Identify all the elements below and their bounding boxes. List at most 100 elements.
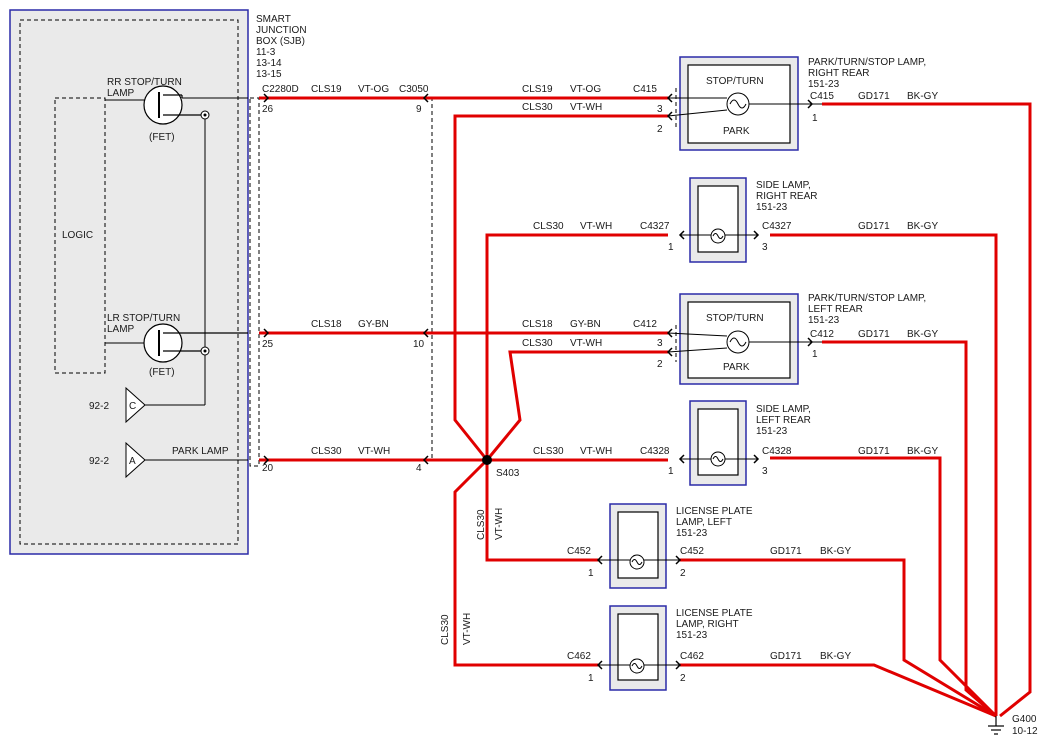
label-bkgy-3: BK-GY (907, 329, 938, 340)
lic-right-conn-out: C462 (680, 651, 704, 662)
label-cls30-lrp: CLS30 (522, 338, 553, 349)
sjb-title-4: 11-3 (256, 47, 276, 58)
wire-gd171-rr-side (770, 233, 998, 716)
lr-lamp-conn-in: C412 (633, 319, 657, 330)
c2280d-connector-box (249, 97, 260, 467)
label-cls30-rrs: CLS30 (533, 221, 564, 232)
lic-left-title-3: 151-23 (676, 528, 708, 539)
lic-right-title-2: LAMP, RIGHT (676, 619, 739, 630)
sjb-title-1: SMART (256, 14, 291, 25)
c3050-pin-4: 4 (416, 463, 422, 474)
wire-gd171-rr-lamp (822, 102, 1032, 718)
label-bkgy-1: BK-GY (907, 91, 938, 102)
lic-left-title-1: LICENSE PLATE (676, 506, 753, 517)
wire-gd171-lr-side (770, 456, 998, 718)
sjb-title: SMART JUNCTION BOX (SJB) 11-3 13-14 13-1… (256, 14, 307, 80)
label-cls18-a: CLS18 (311, 319, 342, 330)
lr-lamp-title-1: PARK/TURN/STOP LAMP, (808, 293, 926, 304)
lr-side-lamp (678, 400, 760, 486)
label-vtwh-rrs: VT-WH (580, 221, 612, 232)
label-gd171-6: GD171 (770, 651, 802, 662)
rr-lamp-title-1: PARK/TURN/STOP LAMP, (808, 57, 926, 68)
lr-stop-turn-label-2: LAMP (107, 324, 135, 335)
sjb-title-3: BOX (SJB) (256, 36, 305, 47)
lr-fet-label: (FET) (149, 367, 175, 378)
rr-lamp-pin3: 3 (657, 104, 663, 115)
wire-cls30-lr-park (485, 350, 668, 461)
lr-side-title-3: 151-23 (756, 426, 788, 437)
splice-label: S403 (496, 468, 520, 479)
label-cls19-b: CLS19 (522, 84, 553, 95)
lr-lamp-title-3: 151-23 (808, 315, 840, 326)
lic-right-conn-in: C462 (567, 651, 591, 662)
rr-side-title-2: RIGHT REAR (756, 191, 818, 202)
lic-left-title-2: LAMP, LEFT (676, 517, 732, 528)
rr-fet-label: (FET) (149, 132, 175, 143)
lr-park-text: PARK (723, 362, 750, 373)
wire-labels: CLS19 VT-OG CLS19 VT-OG CLS30 VT-WH CLS3… (311, 84, 938, 662)
lic-right-pin2: 2 (680, 673, 686, 684)
label-cls30-main: CLS30 (311, 446, 342, 457)
wire-cls30-lic-right (453, 458, 598, 667)
lr-stop-turn-text: STOP/TURN (706, 313, 764, 324)
rr-side-pin3: 3 (762, 242, 768, 253)
lr-side-conn-out: C4328 (762, 446, 792, 457)
label-bkgy-4: BK-GY (907, 446, 938, 457)
rr-side-title-1: SIDE LAMP, (756, 180, 811, 191)
lr-stop-turn-label-1: LR STOP/TURN (107, 313, 180, 324)
label-vtwh-lrs: VT-WH (580, 446, 612, 457)
wire-gd171-lic-left (680, 558, 997, 718)
rr-park-text: PARK (723, 126, 750, 137)
lic-left-conn-out: C452 (680, 546, 704, 557)
rr-lamp-title-2: RIGHT REAR (808, 68, 870, 79)
lr-lamp-conn-out: C412 (810, 329, 834, 340)
label-vtwh-vert-b: VT-WH (462, 613, 473, 645)
license-plate-lamp-right (596, 605, 682, 691)
lr-park-turn-stop-lamp: STOP/TURN PARK (666, 293, 822, 385)
c3050-pin-9: 9 (416, 104, 422, 115)
label-gd171-4: GD171 (858, 446, 890, 457)
rr-lamp-conn-in: C415 (633, 84, 657, 95)
label-vtwh-lrp: VT-WH (570, 338, 602, 349)
label-cls18-b: CLS18 (522, 319, 553, 330)
wire-gd171-lic-right (680, 663, 997, 718)
rr-stop-turn-text: STOP/TURN (706, 76, 764, 87)
lr-lamp-pin3: 3 (657, 338, 663, 349)
lr-lamp-title-2: LEFT REAR (808, 304, 863, 315)
label-gybn-a: GY-BN (358, 319, 389, 330)
lic-left-pin1: 1 (588, 568, 594, 579)
label-gd171-1: GD171 (858, 91, 890, 102)
pin-20: 20 (262, 463, 274, 474)
red-wires (259, 96, 1032, 718)
ground-g400-icon (988, 716, 1004, 735)
label-bkgy-2: BK-GY (907, 221, 938, 232)
smart-junction-box: LOGIC RR STOP/TURN LAMP (FET) LR STOP/TU… (9, 9, 249, 555)
logic-block (54, 97, 106, 374)
sjb-title-5: 13-14 (256, 58, 282, 69)
lic-right-title-3: 151-23 (676, 630, 708, 641)
ground-ref: 10-12 (1012, 726, 1038, 737)
rr-lamp-pin2: 2 (657, 124, 663, 135)
lr-side-title-1: SIDE LAMP, (756, 404, 811, 415)
connector-c-ref: 92-2 (89, 401, 109, 412)
lr-side-pin3: 3 (762, 466, 768, 477)
label-vtog-a: VT-OG (358, 84, 389, 95)
rr-lamp-title-3: 151-23 (808, 79, 840, 90)
label-cls30-rrp: CLS30 (522, 102, 553, 113)
splice-s403 (482, 455, 492, 465)
rr-side-lamp (678, 177, 760, 263)
label-cls30-vert-b: CLS30 (440, 614, 451, 645)
label-cls19-a: CLS19 (311, 84, 342, 95)
label-cls30-vert-a: CLS30 (476, 509, 487, 540)
sjb-inner-boundary (19, 19, 239, 545)
label-bkgy-5: BK-GY (820, 546, 851, 557)
sjb-title-2: JUNCTION (256, 25, 307, 36)
label-vtog-b: VT-OG (570, 84, 601, 95)
lr-side-pin1: 1 (668, 466, 674, 477)
lic-left-pin2: 2 (680, 568, 686, 579)
label-vtwh-vert-a: VT-WH (494, 508, 505, 540)
park-lamp-label: PARK LAMP (172, 446, 229, 457)
connector-arrows (263, 93, 429, 465)
rr-lamp-pin1: 1 (812, 113, 818, 124)
